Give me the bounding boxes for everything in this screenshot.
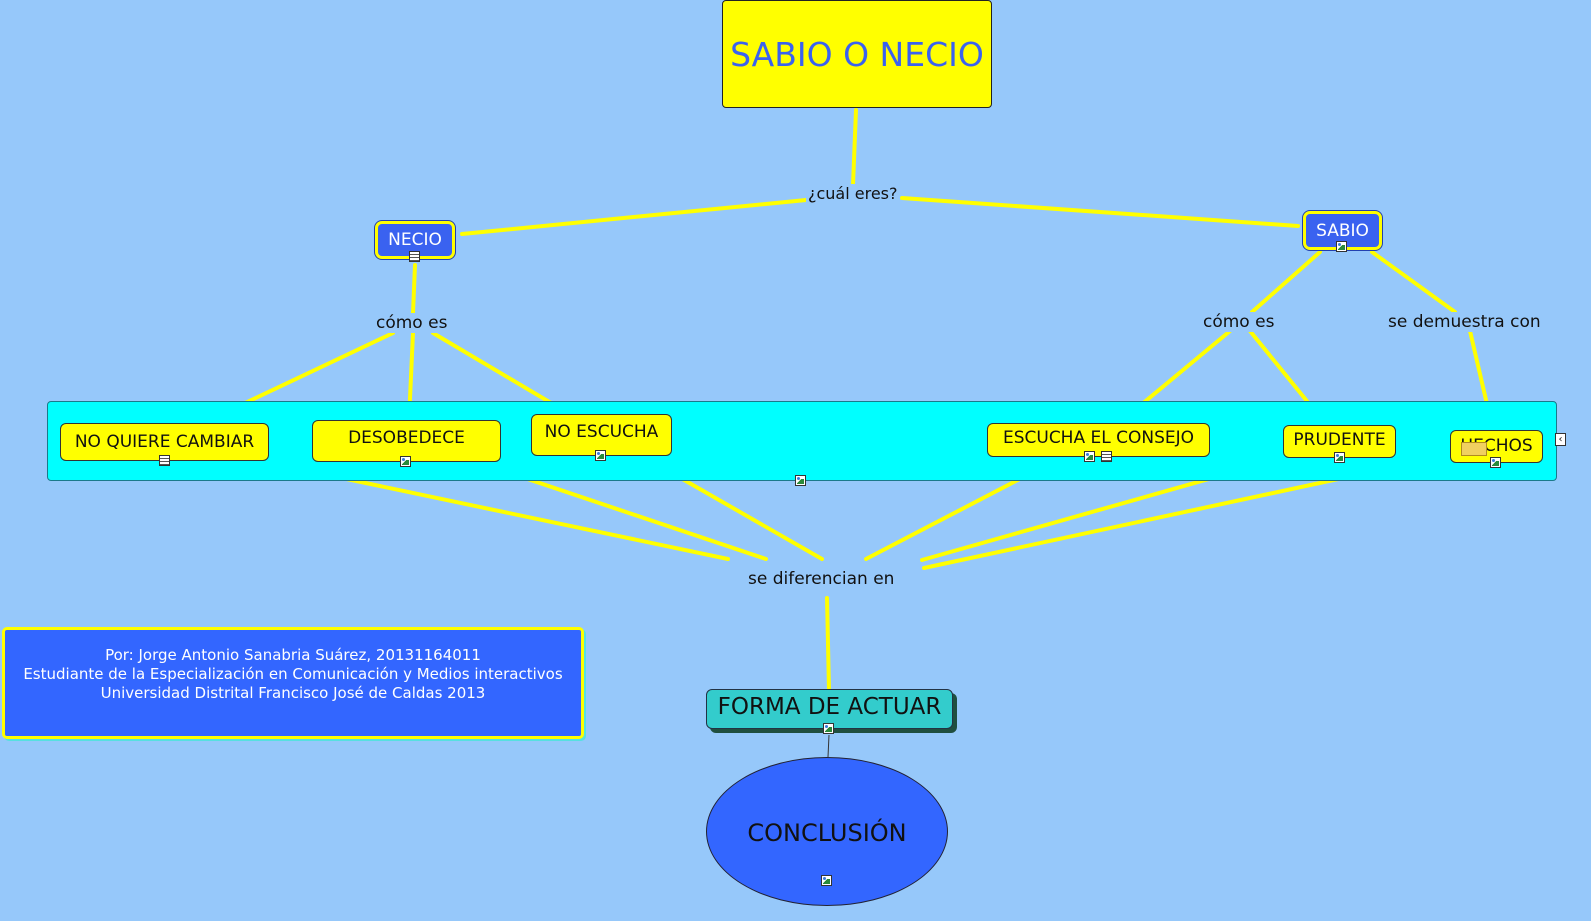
title-node[interactable]: SABIO O NECIO (722, 0, 992, 108)
link-como-es-necio[interactable]: cómo es (374, 313, 450, 333)
credits-box[interactable]: Por: Jorge Antonio Sanabria Suárez, 2013… (2, 627, 584, 739)
concept-escucha-el-consejo[interactable]: ESCUCHA EL CONSEJO (987, 423, 1210, 457)
connector-sabio-to-comoes (1250, 250, 1322, 314)
image-resource-icon[interactable] (821, 875, 832, 886)
notes-icon[interactable] (1461, 442, 1487, 456)
concept-necio-label: NECIO (388, 230, 442, 250)
document-resource-icon[interactable] (159, 455, 170, 466)
connector-cual-to-necio (460, 198, 808, 236)
concept-conclusion-label: CONCLUSIÓN (747, 818, 907, 847)
credits-university: Universidad Distrital Francisco José de … (100, 684, 486, 702)
connector-difer-to-forma (825, 596, 831, 692)
link-se-diferencian-en[interactable]: se diferencian en (746, 569, 897, 589)
image-resource-icon[interactable] (1336, 241, 1347, 252)
credits-program: Estudiante de la Especialización en Comu… (23, 665, 563, 683)
title-text: SABIO O NECIO (730, 34, 984, 74)
concept-sabio-label: SABIO (1316, 220, 1369, 241)
connector-comoes-to-noescucha (431, 331, 570, 415)
link-como-es-sabio[interactable]: cómo es (1201, 312, 1277, 332)
image-resource-icon[interactable] (400, 456, 411, 467)
image-resource-icon[interactable] (595, 450, 606, 461)
image-resource-icon[interactable] (1084, 451, 1095, 462)
connector-necio-to-comoes (411, 263, 417, 315)
connector-sabio-to-demuestra (1370, 250, 1457, 314)
connector-cual-to-sabio (900, 196, 1300, 228)
concept-desobedece-label: DESOBEDECE (348, 428, 465, 448)
concept-no-quiere-cambiar-label: NO QUIERE CAMBIAR (74, 432, 255, 452)
document-resource-icon[interactable] (1101, 451, 1112, 462)
concept-sabio[interactable]: SABIO (1303, 211, 1382, 250)
link-cual-eres[interactable]: ¿cuál eres? (806, 184, 900, 204)
concept-no-quiere-cambiar[interactable]: NO QUIERE CAMBIAR (60, 423, 269, 461)
collapse-arrow-icon[interactable]: ‹ (1555, 433, 1566, 446)
image-resource-icon[interactable] (795, 475, 806, 486)
concept-prudente-label: PRUDENTE (1293, 429, 1386, 450)
image-resource-icon[interactable] (1490, 457, 1501, 468)
image-resource-icon[interactable] (823, 723, 834, 734)
connector-title-to-cual (851, 108, 858, 187)
credits-author: Por: Jorge Antonio Sanabria Suárez, 2013… (105, 646, 481, 664)
concept-no-escucha-label: NO ESCUCHA (544, 422, 659, 442)
concept-escucha-el-consejo-label: ESCUCHA EL CONSEJO (1002, 428, 1195, 448)
document-resource-icon[interactable] (409, 251, 420, 262)
image-resource-icon[interactable] (1334, 452, 1345, 463)
link-se-demuestra-con[interactable]: se demuestra con (1386, 312, 1543, 332)
concept-forma-de-actuar-label: FORMA DE ACTUAR (717, 694, 942, 720)
connector-forma-to-conclusion (827, 734, 830, 758)
concept-desobedece[interactable]: DESOBEDECE (312, 420, 501, 462)
